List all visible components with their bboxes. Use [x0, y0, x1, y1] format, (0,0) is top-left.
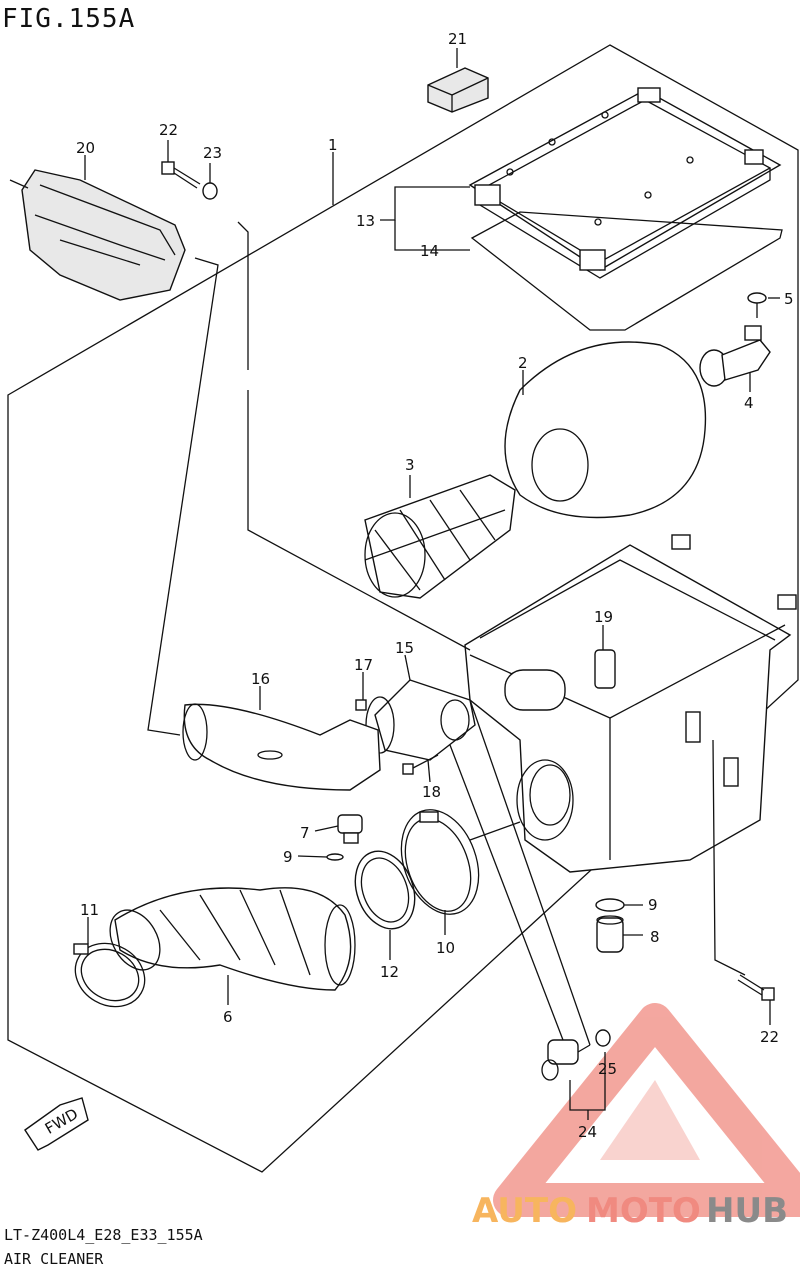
part-4-clip: [699, 325, 771, 387]
part-8-drain-hose: [596, 915, 624, 953]
callout-16: 16: [251, 670, 270, 688]
part-13-lid: [468, 87, 782, 279]
part-21-block: [427, 67, 489, 113]
callout-19: 19: [594, 608, 613, 626]
callout-14: 14: [420, 242, 439, 260]
callout-17: 17: [354, 656, 373, 674]
part-15-joint: [374, 679, 476, 761]
part-11-clamp: [73, 942, 146, 1008]
watermark-auto: AUTO: [472, 1191, 577, 1231]
fwd-direction-arrow: FWD: [24, 1097, 89, 1151]
part-23-washer: [202, 182, 218, 200]
callout-9-upper: 9: [283, 848, 293, 866]
part-3-filter-cage: [364, 474, 516, 599]
figure-title: FIG.155A: [2, 4, 136, 34]
part-6-intake-boot: [109, 887, 356, 991]
callout-1: 1: [328, 136, 338, 154]
callout-18: 18: [422, 783, 441, 801]
watermark-moto: MOTO: [586, 1191, 701, 1231]
callout-20: 20: [76, 139, 95, 157]
callout-15: 15: [395, 639, 414, 657]
part-22-bolt-top: [161, 161, 201, 189]
part-2-filter-element: [504, 341, 707, 519]
callout-21: 21: [448, 30, 467, 48]
part-22-bolt-bottom: [737, 974, 775, 1001]
air-box-case: [464, 534, 797, 873]
assembly-boundary: [7, 44, 799, 1173]
part-7-drain-plug: [337, 814, 363, 844]
callout-4: 4: [744, 394, 754, 412]
part-12-screen: [354, 850, 416, 930]
callout-7: 7: [300, 824, 310, 842]
callout-8: 8: [650, 928, 660, 946]
callout-labels: 1 2 3 4 5 6 7 8 9 9 10 11 12 13 14 15 16…: [76, 30, 794, 1141]
watermark-hub: HUB: [706, 1191, 788, 1231]
callout-9-lower: 9: [648, 896, 658, 914]
part-20-cover: [9, 169, 186, 301]
part-5-screw: [747, 292, 767, 318]
part-18-bolt: [402, 754, 439, 775]
part-9-clip-upper: [326, 853, 344, 861]
callout-22-bottom: 22: [760, 1028, 779, 1046]
callout-22-top: 22: [159, 121, 178, 139]
callout-24: 24: [578, 1123, 597, 1141]
model-code: LT-Z400L4_E28_E33_155A: [4, 1226, 203, 1244]
section-name: AIR CLEANER: [4, 1250, 104, 1268]
part-10-clamp: [400, 809, 480, 915]
callout-3: 3: [405, 456, 415, 474]
part-9-clip-lower: [595, 898, 625, 912]
part-24-fitting: [541, 1039, 591, 1081]
callout-5: 5: [784, 290, 794, 308]
callout-6: 6: [223, 1008, 233, 1026]
part-14-seal: [470, 211, 783, 331]
part-16-intake-tube: [182, 703, 381, 791]
callout-10: 10: [436, 939, 455, 957]
callout-2: 2: [518, 354, 528, 372]
callout-23: 23: [203, 144, 222, 162]
leader-lines: [84, 48, 780, 1120]
callout-25: 25: [598, 1060, 617, 1078]
callout-12: 12: [380, 963, 399, 981]
callout-13: 13: [356, 212, 375, 230]
watermark-wordmark: AUTO MOTO HUB: [472, 1191, 788, 1231]
part-25-seal: [595, 1029, 611, 1047]
callout-11: 11: [80, 901, 99, 919]
